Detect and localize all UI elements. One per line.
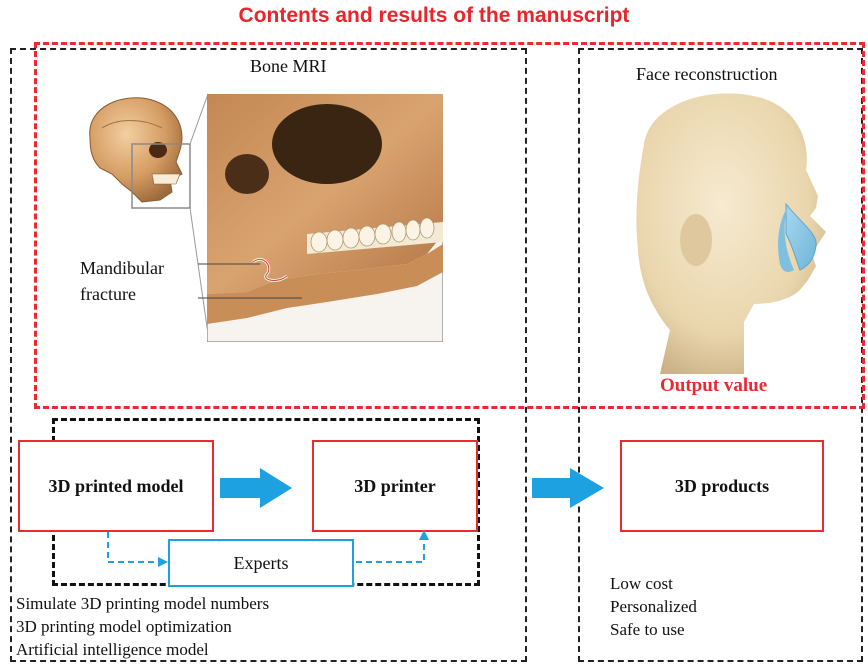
printed-model-box: 3D printed model <box>18 440 214 532</box>
arrow-printer-to-products <box>528 466 608 510</box>
products-box: 3D products <box>620 440 824 532</box>
printer-box: 3D printer <box>312 440 478 532</box>
right-notes: Low cost Personalized Safe to use <box>610 572 697 641</box>
note-item: Simulate 3D printing model numbers <box>16 592 269 615</box>
note-item: 3D printing model optimization <box>16 615 269 638</box>
left-notes: Simulate 3D printing model numbers 3D pr… <box>16 592 269 661</box>
fracture-pointers <box>190 258 310 308</box>
skull-thumbnail <box>72 88 202 214</box>
face-panel-title: Face reconstruction <box>636 64 777 85</box>
output-value-label: Output value <box>660 375 767 397</box>
note-item: Personalized <box>610 595 697 618</box>
mri-panel-title: Bone MRI <box>250 56 327 77</box>
diagram-title: Contents and results of the manuscript <box>0 4 868 28</box>
face-reconstruction-model <box>604 84 844 374</box>
fracture-label-line1: Mandibular <box>80 258 164 279</box>
note-item: Artificial intelligence model <box>16 638 269 661</box>
arrow-model-to-printer <box>214 466 294 510</box>
note-item: Low cost <box>610 572 697 595</box>
expert-feedback-arrows <box>100 526 440 570</box>
note-item: Safe to use <box>610 618 697 641</box>
fracture-label-line2: fracture <box>80 284 136 305</box>
